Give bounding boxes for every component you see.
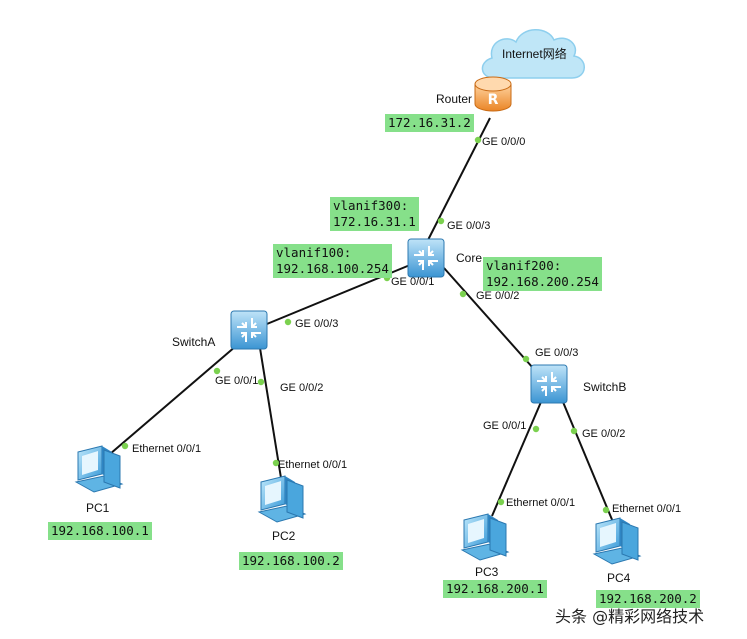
router-icon: R xyxy=(474,76,512,112)
port-label: GE 0/0/2 xyxy=(476,290,520,302)
port-label: Ethernet 0/0/1 xyxy=(132,443,202,455)
port-dot xyxy=(459,290,467,298)
ip-label-vlanif200: vlanif200: 192.168.200.254 xyxy=(483,257,602,291)
watermark: 头条 @精彩网络技术 xyxy=(555,607,705,626)
port-label: GE 0/0/3 xyxy=(535,347,579,359)
port-dot xyxy=(602,506,610,514)
port-label: GE 0/0/1 xyxy=(483,420,527,432)
port-dot xyxy=(437,217,445,225)
switch-icon xyxy=(230,310,268,350)
port-label: GE 0/0/1 xyxy=(391,276,435,288)
pc-icon xyxy=(75,445,123,493)
switch-icon xyxy=(407,238,445,278)
port-label: Ethernet 0/0/1 xyxy=(612,503,682,515)
port-dot xyxy=(213,367,221,375)
port-dot xyxy=(497,498,505,506)
port-dot xyxy=(532,425,540,433)
port-label: GE 0/0/1 xyxy=(215,375,259,387)
port-dot xyxy=(570,427,578,435)
ip-label-pc2: 192.168.100.2 xyxy=(239,552,343,570)
port-label: GE 0/0/2 xyxy=(582,428,626,440)
ip-label-pc1: 192.168.100.1 xyxy=(48,522,152,540)
port-label: Ethernet 0/0/1 xyxy=(278,459,348,471)
pc-icon xyxy=(593,517,641,565)
svg-text:R: R xyxy=(488,92,499,108)
pc3-label: PC3 xyxy=(475,565,499,579)
pc-icon xyxy=(258,475,306,523)
link-switchb-pc3 xyxy=(491,401,542,517)
port-dots xyxy=(121,136,610,514)
cloud-icon xyxy=(481,29,585,79)
switch-icon xyxy=(530,364,568,404)
link-switchb-pc4 xyxy=(562,401,614,523)
link-switcha-pc2 xyxy=(259,347,282,479)
port-label: Ethernet 0/0/1 xyxy=(506,497,576,509)
ip-label-vlanif100: vlanif100: 192.168.100.254 xyxy=(273,244,392,278)
pc2-label: PC2 xyxy=(272,529,296,543)
cloud-label: Internet网络 xyxy=(502,47,567,61)
router-label: Router xyxy=(436,92,473,106)
pc1-label: PC1 xyxy=(86,501,110,515)
ip-label-pc3: 192.168.200.1 xyxy=(443,580,547,598)
link-switcha-pc1 xyxy=(109,345,237,455)
port-label: GE 0/0/2 xyxy=(280,382,324,394)
port-dot xyxy=(284,318,292,326)
pc-icon xyxy=(461,513,509,561)
port-label: GE 0/0/3 xyxy=(447,220,491,232)
core-label: Core xyxy=(456,251,483,265)
port-dot xyxy=(121,442,129,450)
port-dot xyxy=(257,378,265,386)
port-label: GE 0/0/0 xyxy=(482,136,526,148)
ip-label-router: 172.16.31.2 xyxy=(385,114,474,132)
port-dot xyxy=(272,459,280,467)
port-dot xyxy=(474,136,482,144)
switchb-label: SwitchB xyxy=(583,380,627,394)
ip-label-vlanif300: vlanif300: 172.16.31.1 xyxy=(330,197,419,231)
port-label: GE 0/0/3 xyxy=(295,318,339,330)
link-core-switchb xyxy=(443,267,534,369)
port-dot xyxy=(522,355,530,363)
ip-label-pc4: 192.168.200.2 xyxy=(596,590,700,608)
switcha-label: SwitchA xyxy=(172,335,216,349)
pc4-label: PC4 xyxy=(607,571,631,585)
